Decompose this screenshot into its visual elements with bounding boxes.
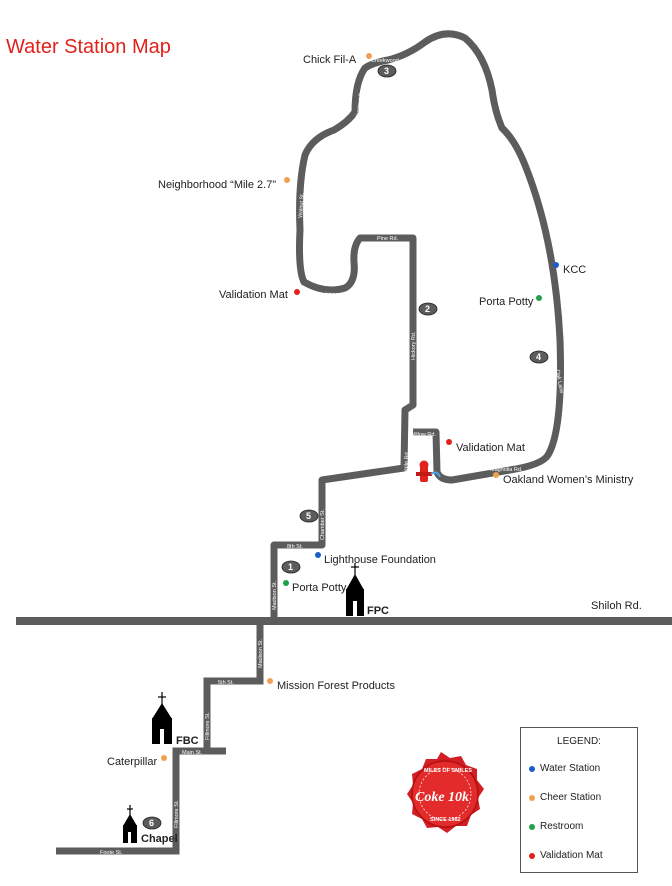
water-dot-lighthouse — [315, 552, 321, 558]
mile-marker-5: 5 — [299, 509, 319, 523]
label-fbc: FBC — [176, 735, 199, 747]
legend-title: LEGEND: — [557, 736, 601, 747]
street-oak: Oak Lane — [554, 369, 564, 394]
street-main: Main St. — [182, 750, 203, 756]
shiloh-road-label: Shiloh Rd. — [591, 600, 642, 612]
mile-marker-2-label: 2 — [425, 304, 430, 314]
label-lighthouse: Lighthouse Foundation — [324, 554, 436, 566]
street-madison-n: Madison St. — [272, 580, 278, 610]
label-caterpillar: Caterpillar — [107, 756, 157, 768]
label-neighborhood: Neighborhood “Mile 2.7” — [158, 179, 276, 191]
street-chamber: Chamber St. — [320, 509, 326, 540]
mile-marker-6-label: 6 — [149, 818, 154, 828]
label-oakland: Oakland Women’s Ministry — [503, 474, 634, 486]
legend-restroom-label: Restroom — [540, 821, 584, 832]
cheer-dot-chick-fil-a — [366, 53, 372, 59]
mile-marker-1: 1 — [281, 560, 301, 574]
cheer-dot-oakland — [493, 472, 499, 478]
restroom-dot-south — [283, 580, 289, 586]
street-eighth: 8th St. — [287, 544, 303, 550]
logo-bottom-text: SINCE 1982 — [430, 817, 461, 823]
mile-marker-3-label: 3 — [384, 66, 389, 76]
street-maple: Maple Rd. — [403, 450, 411, 476]
mile-marker-2: 2 — [418, 302, 438, 316]
cheer-dot-icon — [529, 794, 535, 801]
mile-marker-1-label: 1 — [288, 562, 293, 572]
cheer-dot-caterpillar — [161, 755, 167, 761]
validation-dot-willow — [446, 439, 452, 445]
logo-main-text: Coke 10k — [415, 790, 469, 805]
street-magnolia: Magnolia Rd. — [490, 467, 523, 473]
label-porta-potty-east: Porta Potty — [479, 296, 534, 308]
label-fpc: FPC — [367, 605, 389, 617]
church-icon-fbc — [152, 692, 172, 744]
water-dot-icon — [529, 765, 535, 772]
map-title: Water Station Map — [6, 36, 171, 58]
mile-marker-4-label: 4 — [536, 352, 541, 362]
mile-marker-6: 6 — [142, 816, 162, 830]
legend-item-validation: Validation Mat — [529, 850, 603, 861]
street-fillmore-n: Fillmore St. — [205, 712, 211, 740]
legend-item-cheer: Cheer Station — [529, 792, 601, 803]
restroom-dot-east — [536, 295, 542, 301]
fire-hydrant-icon — [416, 460, 441, 482]
street-hickory: Hickory Rd. — [411, 331, 417, 360]
validation-dot-north — [294, 289, 300, 295]
water-dot-kcc — [553, 262, 559, 268]
legend-water-label: Water Station — [540, 763, 601, 774]
route-loop — [270, 30, 564, 617]
cheer-dot-mission-forest — [267, 678, 273, 684]
label-porta-potty-south: Porta Potty — [292, 582, 347, 594]
street-pine: Pine Rd. — [377, 236, 399, 242]
street-twelfth: 12th St. — [352, 478, 372, 486]
street-walnut: Walnut St. — [298, 192, 306, 218]
church-icon-chapel — [123, 805, 137, 843]
restroom-dot-icon — [529, 823, 535, 830]
legend-item-restroom: Restroom — [529, 821, 583, 832]
street-madison-s: Madison St. — [258, 638, 264, 668]
mile-marker-4: 4 — [529, 350, 549, 364]
legend-item-water: Water Station — [529, 763, 600, 774]
label-chapel: Chapel — [141, 833, 178, 845]
label-mission-forest: Mission Forest Products — [277, 680, 395, 692]
label-validation-willow: Validation Mat — [456, 442, 525, 454]
label-validation-north: Validation Mat — [219, 289, 288, 301]
street-fifth: 5th St. — [218, 680, 234, 686]
street-peachtree: Peachtree — [313, 292, 338, 298]
street-foote: Foote St. — [100, 850, 123, 856]
route-south — [56, 625, 264, 855]
cheer-dot-neighborhood — [284, 177, 290, 183]
coke-10k-logo: MILES OF SMILES Coke 10k SINCE 1982 — [407, 752, 484, 833]
legend-validation-label: Validation Mat — [540, 850, 603, 861]
street-creekwood: Creekwood — [371, 58, 399, 64]
validation-dot-icon — [529, 852, 535, 859]
street-fillmore-s: Fillmore St. — [174, 800, 180, 828]
mile-marker-5-label: 5 — [306, 511, 311, 521]
street-chestnut: Chestnut Dr. — [355, 89, 365, 121]
church-icon-fpc — [346, 563, 364, 616]
legend-box: LEGEND: Water Station Cheer Station Rest… — [520, 727, 638, 873]
legend-cheer-label: Cheer Station — [540, 792, 602, 803]
mile-marker-3: 3 — [377, 64, 397, 78]
label-kcc: KCC — [563, 264, 586, 276]
logo-top-text: MILES OF SMILES — [424, 768, 472, 774]
label-chick-fil-a: Chick Fil-A — [303, 54, 357, 66]
street-willow: Willow Rd. — [410, 432, 436, 438]
